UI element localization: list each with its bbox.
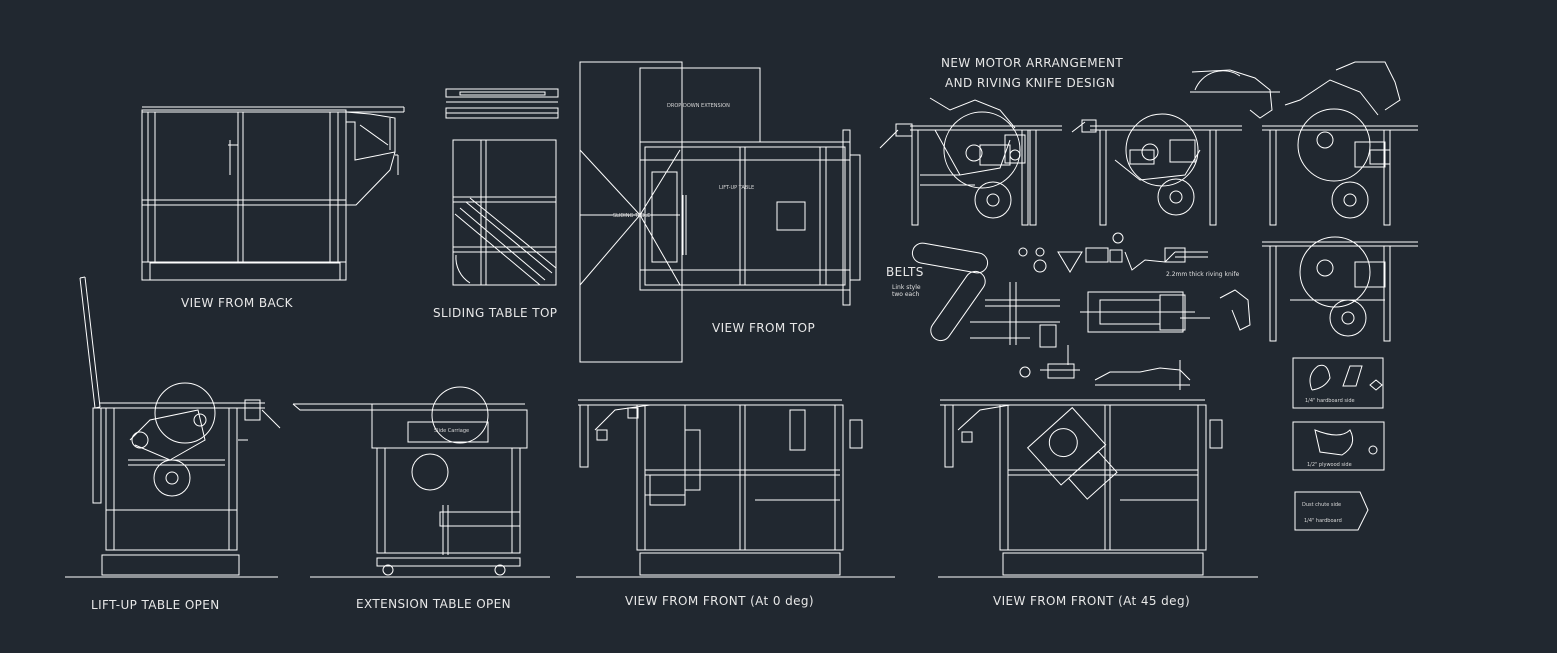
label-view-from-back: VIEW FROM BACK	[181, 296, 293, 310]
label-hardboard-side: 1/4" hardboard side	[1305, 398, 1355, 404]
label-lift-up-table: LIFT-UP TABLE	[719, 185, 755, 191]
view-from-top-drawing	[579, 61, 861, 363]
label-link-style-2: two each	[892, 291, 920, 298]
exploded-parts-drawing	[970, 232, 1251, 390]
label-plywood-side: 1/2" plywood side	[1307, 462, 1352, 468]
view-from-front-0-drawing	[576, 399, 895, 578]
label-new-motor-line1: NEW MOTOR ARRANGEMENT	[941, 56, 1124, 70]
label-lift-up-table-open: LIFT-UP TABLE OPEN	[91, 598, 220, 612]
label-slide-carriage: Slide Carriage	[434, 428, 470, 434]
label-view-from-front-0: VIEW FROM FRONT (At 0 deg)	[625, 594, 815, 608]
motor-side-view-2	[1071, 113, 1242, 226]
label-belts: BELTS	[886, 265, 924, 279]
motor-side-view-3	[1262, 61, 1418, 226]
label-riving-knife: 2.2mm thick riving knife	[1166, 271, 1240, 278]
lift-up-table-open-drawing	[65, 276, 281, 578]
motor-side-view-1	[879, 97, 1062, 226]
label-new-motor-line2: AND RIVING KNIFE DESIGN	[945, 76, 1116, 90]
riving-knife-top-sketch	[1190, 69, 1280, 119]
view-from-front-45-drawing	[938, 399, 1258, 578]
label-hardboard: 1/4" hardboard	[1304, 518, 1342, 524]
label-view-from-top: VIEW FROM TOP	[712, 321, 816, 335]
label-extension-table-open: EXTENSION TABLE OPEN	[356, 597, 512, 611]
label-view-from-front-45: VIEW FROM FRONT (At 45 deg)	[993, 594, 1191, 608]
label-dust-chute-side: Dust chute side	[1302, 502, 1342, 508]
label-sliding-table-top: SLIDING TABLE TOP	[433, 306, 558, 320]
label-drop-down-extension: DROP-DOWN EXTENSION	[667, 103, 730, 109]
template-panels-drawing	[1292, 357, 1385, 531]
motor-side-view-4	[1262, 236, 1418, 342]
belts-drawing	[911, 242, 989, 342]
label-sliding-table: SLIDING TABLE	[613, 213, 651, 219]
extension-table-open-drawing	[292, 386, 550, 578]
view-from-back-drawing	[141, 106, 405, 281]
sliding-table-top-drawing	[445, 88, 559, 286]
label-link-style-1: Link style	[892, 284, 921, 291]
